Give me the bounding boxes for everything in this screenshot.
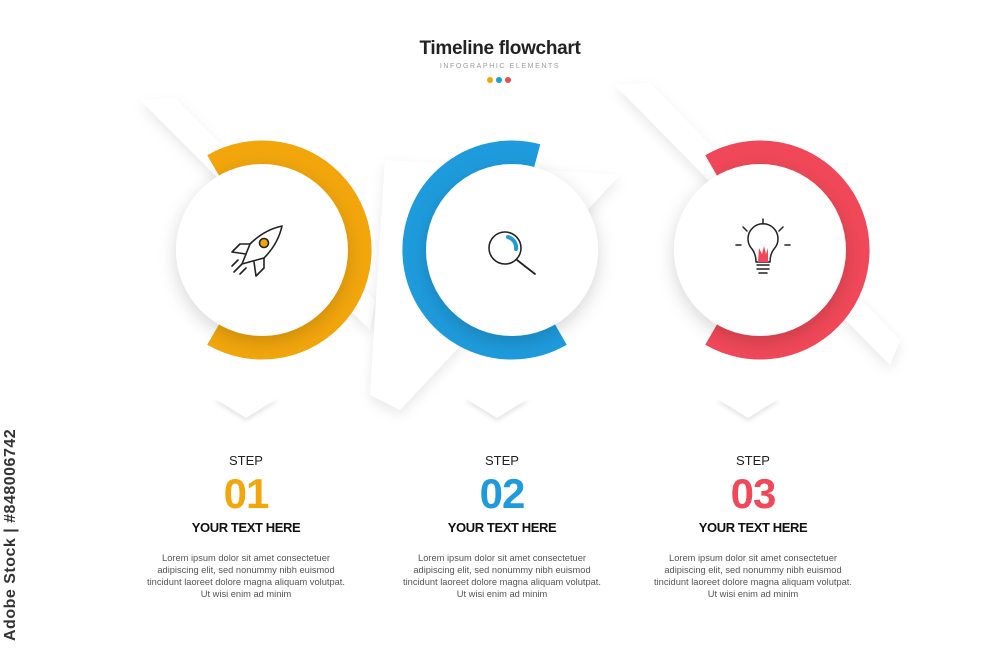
step-number: 02 (479, 470, 526, 517)
color-dots (487, 77, 511, 83)
ring-arc (207, 140, 372, 360)
step-2-ring (402, 140, 598, 360)
blue-dot (496, 77, 502, 83)
magnifier-icon (488, 231, 536, 275)
step-description: Lorem ipsum dolor sit amet consectetuer … (403, 553, 601, 599)
step-heading: YOUR TEXT HERE (447, 520, 557, 535)
step-1-ring (176, 140, 372, 360)
stock-id-watermark: Adobe Stock | #848006742 (2, 428, 19, 642)
step-description: Lorem ipsum dolor sit amet consectetuer … (147, 553, 345, 599)
lightbulb-icon (735, 218, 791, 274)
ring-inner-disc (426, 164, 598, 336)
step-label: STEP (229, 453, 263, 468)
step-heading: YOUR TEXT HERE (191, 520, 301, 535)
page-subtitle: INFOGRAPHIC ELEMENTS (439, 63, 561, 70)
step-2: STEP 02 YOUR TEXT HERE Lorem ipsum dolor… (377, 0, 627, 667)
step-1-pointer (214, 398, 278, 418)
rocket-icon (231, 225, 283, 277)
red-dot (505, 77, 511, 83)
step-2-pointer (465, 398, 529, 418)
ring-arc (705, 140, 870, 360)
ring-arc (402, 140, 567, 360)
step-label: STEP (736, 453, 770, 468)
step-3: STEP 03 YOUR TEXT HERE Lorem ipsum dolor… (628, 0, 878, 667)
step-heading: YOUR TEXT HERE (698, 520, 808, 535)
step-3-pointer (716, 398, 780, 418)
step-number: 01 (223, 470, 270, 517)
page-title: Timeline flowchart (419, 38, 581, 59)
step-label: STEP (485, 453, 519, 468)
step-1: STEP 01 YOUR TEXT HERE Lorem ipsum dolor… (121, 0, 371, 667)
ring-inner-disc (176, 164, 348, 336)
step-description: Lorem ipsum dolor sit amet consectetuer … (654, 553, 852, 599)
orange-dot (487, 77, 493, 83)
step-number: 03 (730, 470, 777, 517)
